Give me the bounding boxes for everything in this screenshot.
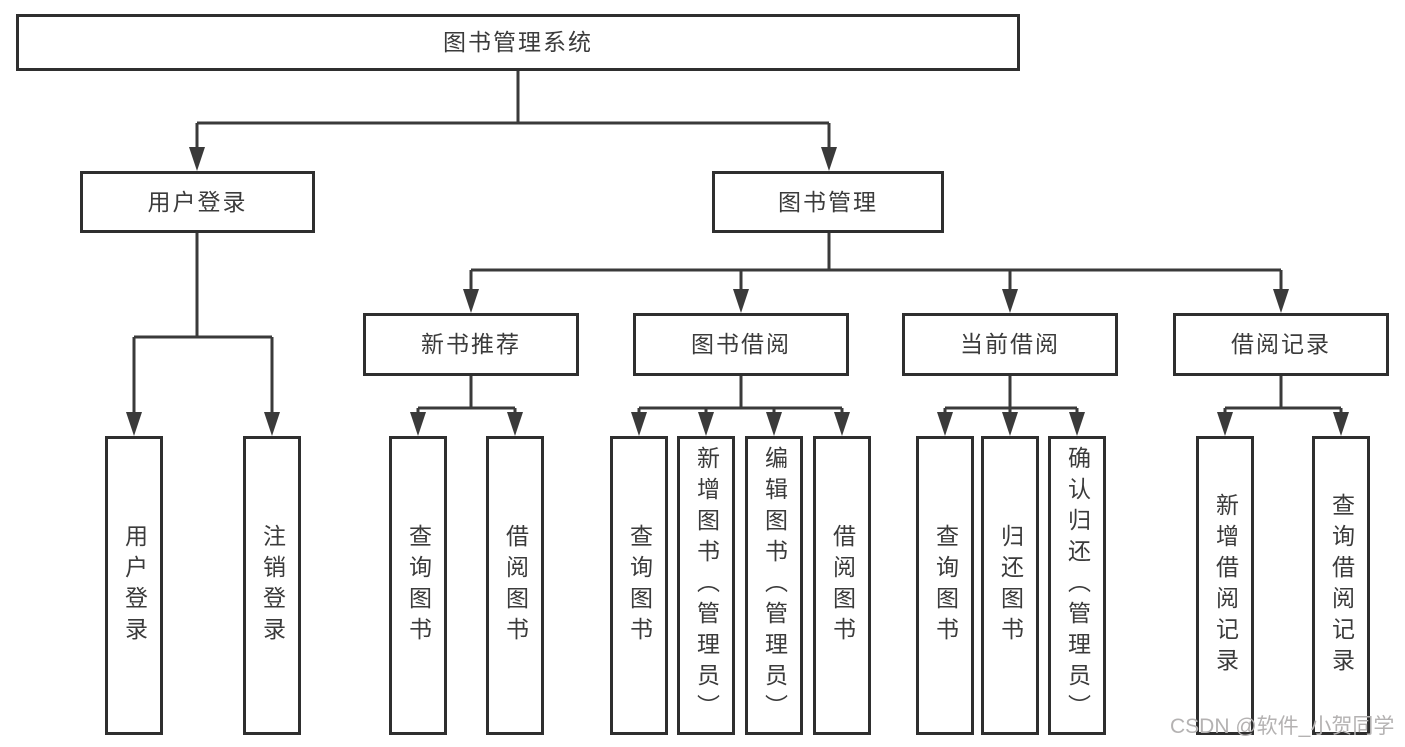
node-label: 图书管理 [778,188,878,215]
arrow-down-icon [937,412,953,436]
arrow-down-icon [733,289,749,313]
arrow-down-icon [631,412,647,436]
node-label: 新增借阅记录 [1212,492,1239,679]
leaf-add-borrow-record: 新增借阅记录 [1196,436,1254,735]
arrow-down-icon [410,412,426,436]
leaf-user-login: 用户登录 [105,436,163,735]
arrow-down-icon [189,147,205,171]
node-book-management: 图书管理 [712,171,944,233]
leaf-logout-login: 注销登录 [243,436,301,735]
leaf-edit-books-admin: 编辑图书（管理员） [745,436,803,735]
arrow-down-icon [698,412,714,436]
node-label: 用户登录 [147,188,248,215]
arrow-down-icon [1333,412,1349,436]
node-label: 查询图书 [626,523,653,648]
node-root: 图书管理系统 [16,14,1020,71]
node-label: 编辑图书（管理员） [761,446,788,725]
arrow-down-icon [1002,289,1018,313]
arrow-down-icon [1273,289,1289,313]
leaf-query-books-current: 查询图书 [916,436,974,735]
arrow-down-icon [507,412,523,436]
node-label: 归还图书 [997,523,1024,648]
leaf-return-books: 归还图书 [981,436,1039,735]
arrow-down-icon [1002,412,1018,436]
node-label: 新增图书（管理员） [693,446,720,725]
node-label: 注销登录 [259,523,286,648]
node-borrow-records: 借阅记录 [1173,313,1389,376]
node-label: 用户登录 [121,523,148,648]
arrow-down-icon [463,289,479,313]
node-label: 查询图书 [405,523,432,648]
node-user-login: 用户登录 [80,171,315,233]
node-label: 新书推荐 [421,331,521,357]
leaf-borrow-books-recommend: 借阅图书 [486,436,544,735]
leaf-query-borrow-record: 查询借阅记录 [1312,436,1370,735]
arrow-down-icon [766,412,782,436]
leaf-add-books-admin: 新增图书（管理员） [677,436,735,735]
leaf-query-books-borrowing: 查询图书 [610,436,668,735]
node-label: 确认归还（管理员） [1064,446,1091,725]
arrow-down-icon [834,412,850,436]
node-label: 当前借阅 [960,331,1060,357]
arrow-down-icon [1069,412,1085,436]
node-label: 借阅图书 [829,523,856,648]
leaf-borrow-books-borrowing: 借阅图书 [813,436,871,735]
leaf-query-books-recommend: 查询图书 [389,436,447,735]
node-new-book-recommend: 新书推荐 [363,313,579,376]
node-label: 查询借阅记录 [1328,492,1355,679]
node-label: 查询图书 [932,523,959,648]
arrow-down-icon [264,412,280,436]
arrow-down-icon [126,412,142,436]
node-book-borrowing: 图书借阅 [633,313,849,376]
node-label: 图书管理系统 [443,29,593,55]
leaf-confirm-return-admin: 确认归还（管理员） [1048,436,1106,735]
arrow-down-icon [1217,412,1233,436]
node-label: 借阅图书 [502,523,529,648]
arrow-down-icon [821,147,837,171]
csdn-watermark: CSDN @软件_小贺同学 [1170,715,1395,738]
node-current-borrowing: 当前借阅 [902,313,1118,376]
node-label: 图书借阅 [691,331,791,357]
node-label: 借阅记录 [1231,331,1331,357]
